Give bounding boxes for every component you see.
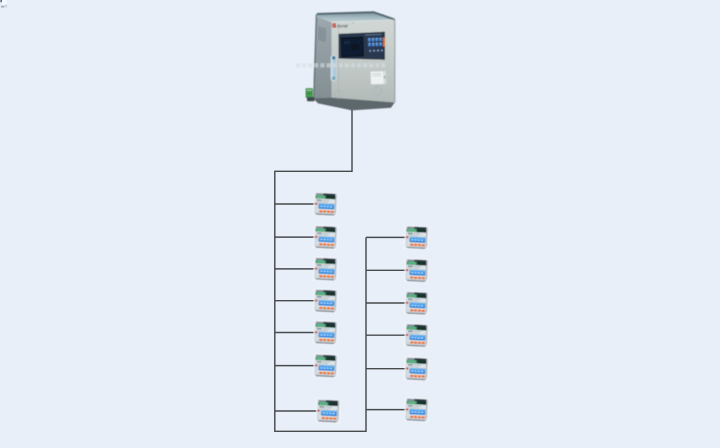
- svg-text:Acrel: Acrel: [336, 23, 349, 28]
